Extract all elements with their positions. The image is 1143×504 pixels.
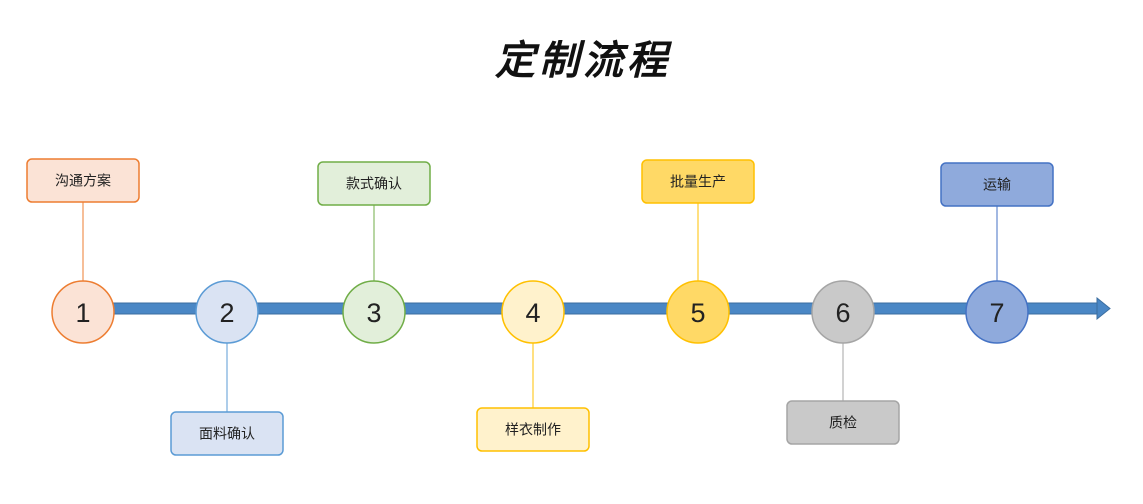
step-3: 款式确认 3 (317, 161, 431, 344)
step-circle (342, 280, 406, 344)
step-number: 2 (219, 298, 234, 328)
step-7: 运输 7 (940, 162, 1054, 344)
step-circle (965, 280, 1029, 344)
step-circle (195, 280, 259, 344)
step-2: 面料确认 2 (170, 280, 284, 456)
step-circle (51, 280, 115, 344)
step-label-box (641, 159, 755, 204)
step-label-box (786, 400, 900, 445)
step-label-box (170, 411, 284, 456)
step-label: 面料确认 (199, 427, 255, 443)
step-number: 7 (989, 298, 1004, 328)
step-5: 批量生产 5 (641, 159, 755, 344)
steps-layer: 沟通方案 1 面料确认 2 款式确认 3 样衣制作 4 批量生产 5 质检 6 运输 7 (26, 158, 1054, 456)
step-circle (811, 280, 875, 344)
step-1: 沟通方案 1 (26, 158, 140, 344)
step-label: 样衣制作 (505, 423, 561, 439)
step-number: 5 (690, 298, 705, 328)
step-label-box (476, 407, 590, 452)
step-label: 沟通方案 (55, 173, 111, 190)
step-number: 4 (525, 298, 540, 328)
step-number: 1 (75, 298, 90, 328)
step-label: 批量生产 (670, 175, 726, 191)
page-title: 定制流程 (495, 37, 671, 84)
step-label: 款式确认 (346, 177, 402, 193)
step-number: 3 (366, 298, 381, 328)
step-label-box (26, 158, 140, 203)
step-circle (501, 280, 565, 344)
step-label-box (940, 162, 1054, 207)
step-6: 质检 6 (786, 280, 900, 445)
timeline-arrowhead (1096, 296, 1111, 321)
step-label: 运输 (983, 178, 1011, 194)
step-label-box (317, 161, 431, 206)
step-circle (666, 280, 730, 344)
step-number: 6 (835, 298, 850, 328)
step-label: 质检 (829, 416, 857, 432)
step-4: 样衣制作 4 (476, 280, 590, 452)
